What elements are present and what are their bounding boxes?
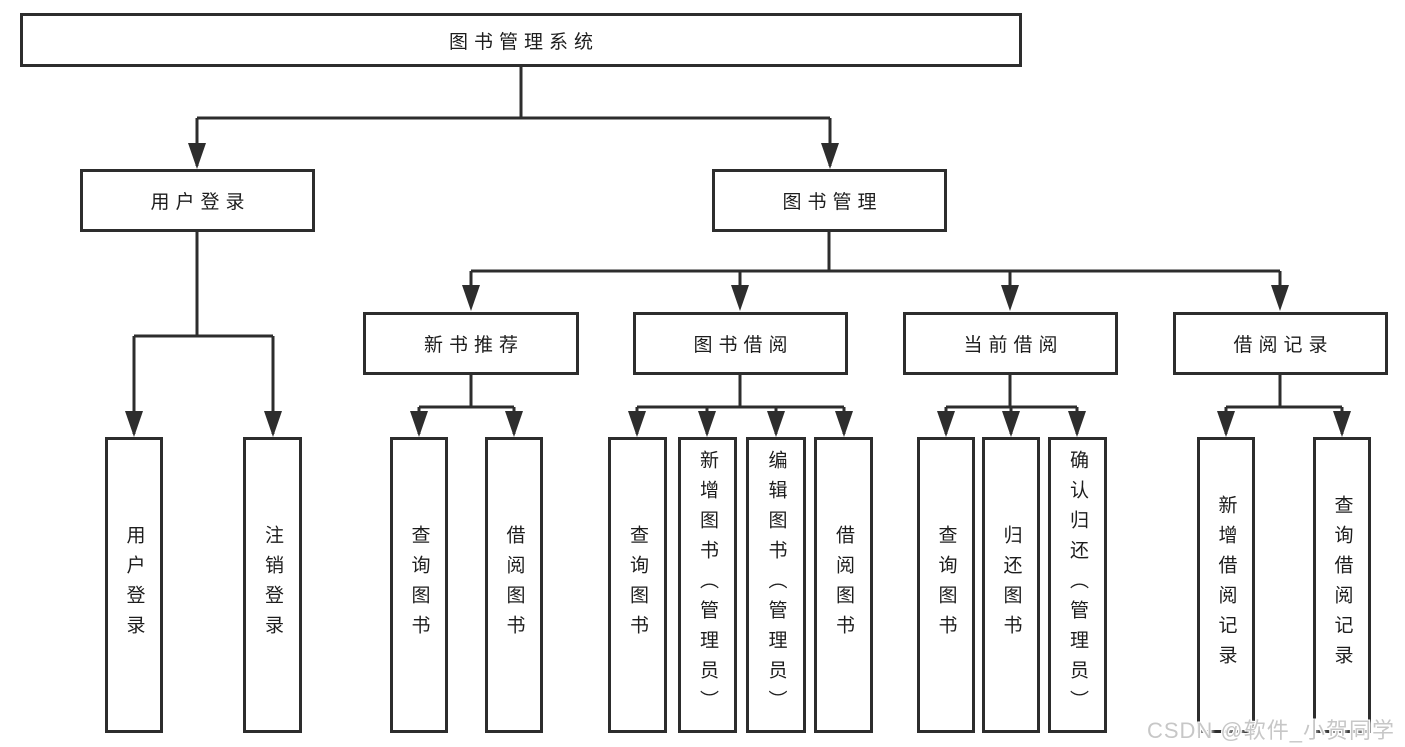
- connector-records-to-leaves: [1224, 375, 1344, 434]
- watermark: CSDN @软件_小贺同学: [1146, 718, 1395, 743]
- leaf-borrow-edit-books-admin: 编辑图书（管理员）: [746, 437, 806, 733]
- connector-bookmgmt-to-level3: [469, 232, 1282, 306]
- connector-newbook-to-leaves: [417, 375, 516, 434]
- node-current-borrow: 当前借阅: [903, 312, 1118, 375]
- node-new-book-recommend: 新书推荐: [363, 312, 579, 375]
- leaf-recommend-query-books: 查询图书: [390, 437, 448, 733]
- leaf-borrow-add-books-admin: 新增图书（管理员）: [678, 437, 737, 733]
- node-library-system: 图书管理系统: [20, 13, 1022, 67]
- node-borrow-records: 借阅记录: [1173, 312, 1388, 375]
- leaf-records-add-record: 新增借阅记录: [1197, 437, 1255, 733]
- leaf-borrow-borrow-books: 借阅图书: [814, 437, 873, 733]
- leaf-user-login: 用户登录: [105, 437, 163, 733]
- connector-bookborrow-to-leaves: [635, 375, 846, 434]
- node-book-borrow: 图书借阅: [633, 312, 848, 375]
- connector-currentborrow-to-leaves: [944, 375, 1079, 434]
- leaf-recommend-borrow-books: 借阅图书: [485, 437, 543, 733]
- node-book-management: 图书管理: [712, 169, 947, 232]
- leaf-records-query-record: 查询借阅记录: [1313, 437, 1371, 733]
- connector-userlogin-to-leaves: [132, 232, 275, 434]
- leaf-logout: 注销登录: [243, 437, 302, 733]
- leaf-borrow-query-books: 查询图书: [608, 437, 667, 733]
- leaf-current-query-books: 查询图书: [917, 437, 975, 733]
- connector-root-to-level2: [195, 67, 832, 166]
- leaf-current-confirm-return-admin: 确认归还（管理员）: [1048, 437, 1107, 733]
- leaf-current-return-books: 归还图书: [982, 437, 1040, 733]
- node-user-login: 用户登录: [80, 169, 315, 232]
